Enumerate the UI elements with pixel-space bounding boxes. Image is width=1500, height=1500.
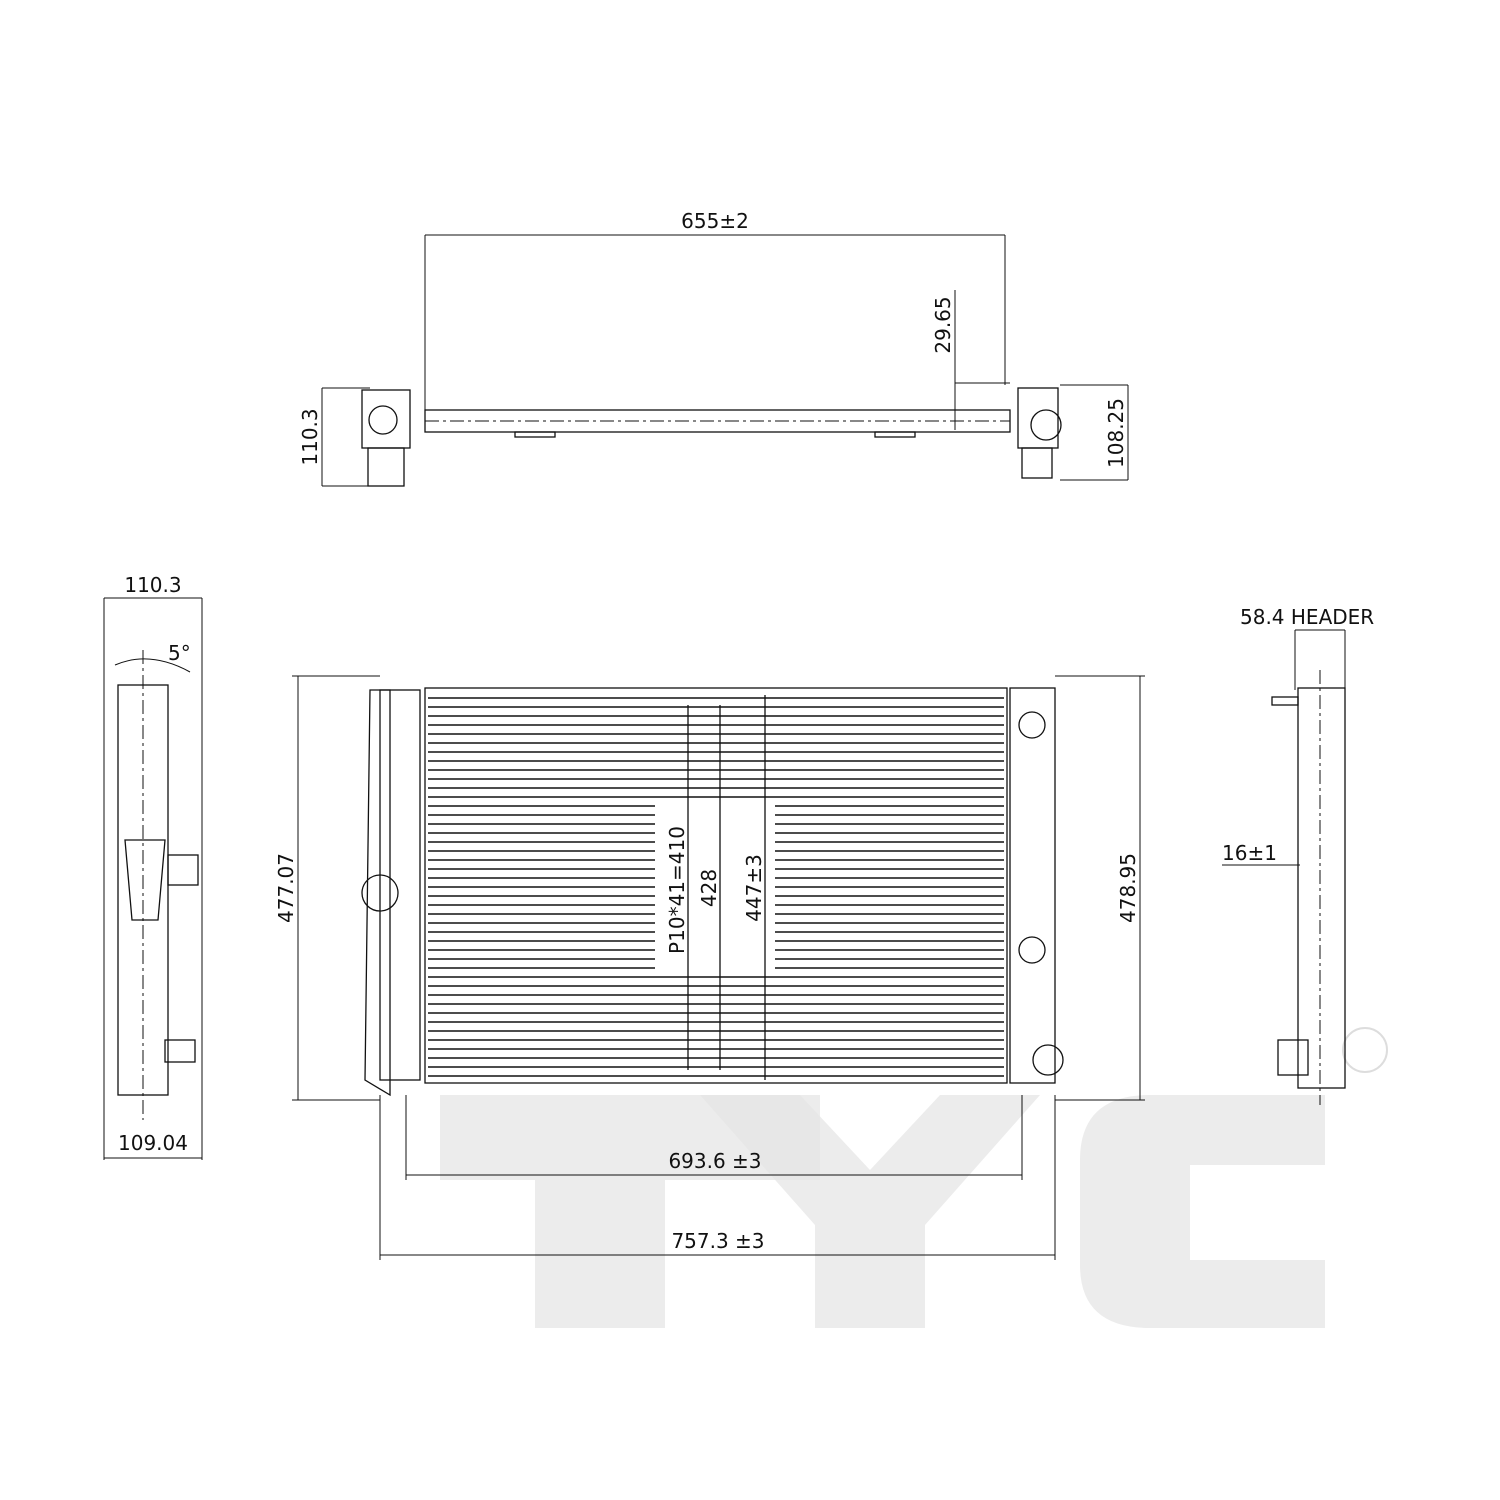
dim-header: 58.4 HEADER (1240, 605, 1374, 629)
dim-side-bottom-depth: 109.04 (118, 1131, 188, 1155)
tyc-watermark-logo (440, 1027, 1388, 1328)
left-tank (379, 689, 421, 1081)
dim-overall-width: 757.3 ±3 (671, 1229, 764, 1253)
dim-angle: 5° (168, 641, 191, 665)
dim-left-height: 477.07 (274, 853, 298, 923)
front-view: P10*41=410 428 447±3 477.07 478.95 693.6… (274, 675, 1145, 1260)
dim-side-top-depth: 110.3 (124, 573, 181, 597)
dim-top-left-depth: 110.3 (298, 408, 322, 465)
outlet-icon (1032, 1044, 1064, 1076)
dim-top-width: 655±2 (681, 209, 749, 233)
radiator-tubes (428, 697, 1004, 1077)
dim-fin-pitch: P10*41=410 (665, 826, 689, 954)
dim-core-height: 428 (697, 869, 721, 907)
dim-core-width: 693.6 ±3 (668, 1149, 761, 1173)
right-tank (1009, 687, 1056, 1084)
dim-tube-height: 447±3 (742, 854, 766, 922)
dim-spacing: 16±1 (1222, 841, 1277, 865)
left-side-view: 110.3 109.04 5° (103, 573, 203, 1160)
inlet-icon (361, 874, 399, 912)
right-side-view: 58.4 HEADER 16±1 (1222, 605, 1374, 1105)
top-view: 655±2 29.65 110.3 108.25 (298, 209, 1129, 487)
dim-top-right-depth: 108.25 (1104, 398, 1128, 468)
dim-top-offset: 29.65 (931, 296, 955, 353)
dim-right-height: 478.95 (1116, 853, 1140, 923)
registered-mark-icon (1342, 1027, 1388, 1073)
